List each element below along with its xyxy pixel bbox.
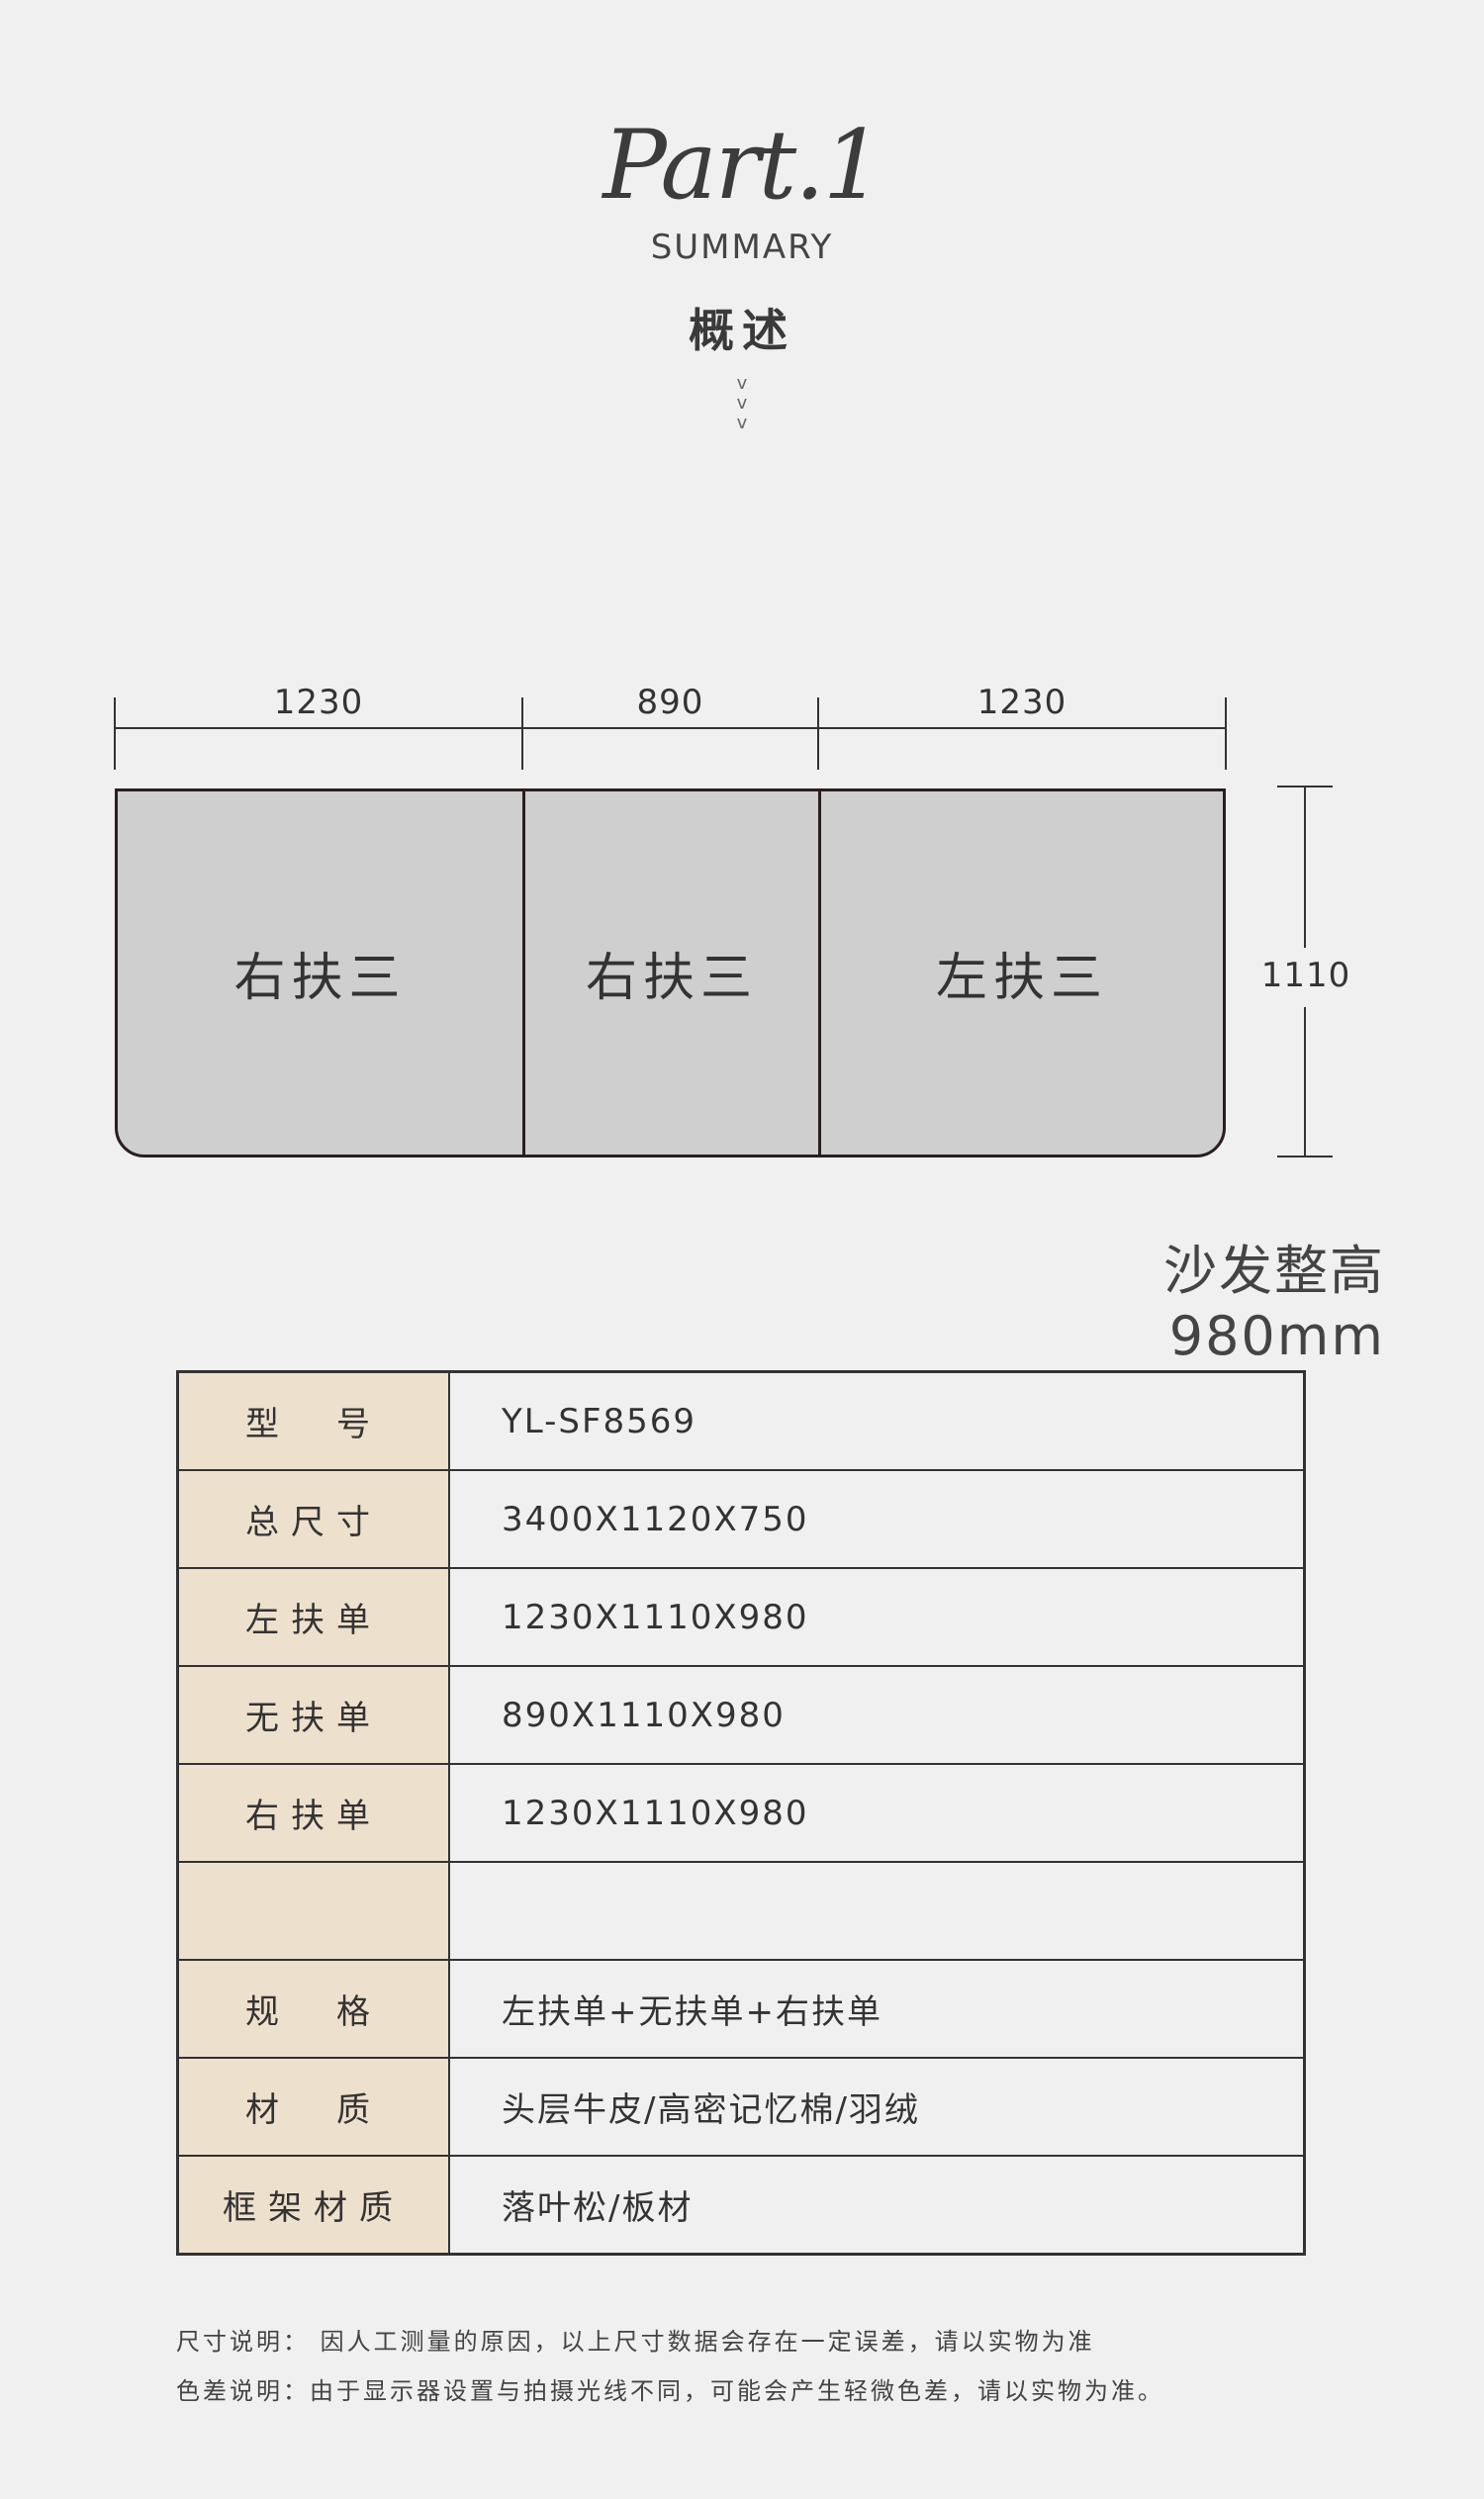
table-row: 框架材质 落叶松/板材	[177, 2156, 1305, 2255]
row-label: 总尺寸	[177, 1470, 450, 1569]
sofa-layout-diagram: 右扶三 右扶三 左扶三	[115, 788, 1226, 1157]
height-label: 1110	[1260, 956, 1351, 995]
sofa-segment-left: 右扶三	[233, 949, 407, 1008]
dimension-lines	[114, 697, 1333, 1157]
row-label: 左扶单	[177, 1568, 450, 1667]
color-note: 色差说明：由于显示器设置与拍摄光线不同，可能会产生轻微色差，请以实物为准。	[176, 2377, 1164, 2405]
table-row: 总尺寸 3400X1120X750	[177, 1470, 1305, 1569]
size-note: 尺寸说明： 因人工测量的原因，以上尺寸数据会存在一定误差，请以实物为准	[176, 2328, 1095, 2356]
row-value: 左扶单+无扶单+右扶单	[449, 1960, 1305, 2059]
segment-divider	[522, 791, 525, 1155]
width-label-middle: 890	[636, 683, 704, 722]
row-value: 890X1110X980	[449, 1666, 1305, 1765]
row-value: 落叶松/板材	[502, 2188, 694, 2228]
row-value: 1230X1110X980	[449, 1764, 1305, 1863]
summary-heading: SUMMARY	[650, 228, 834, 267]
overview-heading: 概述	[689, 304, 795, 357]
table-row: 左扶单 1230X1110X980	[177, 1568, 1305, 1667]
row-label: 框架材质	[177, 2156, 450, 2255]
row-value: 头层牛皮/高密记忆棉/羽绒	[449, 2058, 1305, 2157]
table-row: 无扶单 890X1110X980	[177, 1666, 1305, 1765]
row-value: 1230X1110X980	[449, 1568, 1305, 1667]
table-row: 右扶单 1230X1110X980	[177, 1764, 1305, 1863]
row-label: 材 质	[177, 2058, 450, 2157]
total-height-label: 沙发整高980mm	[1163, 1240, 1385, 1367]
row-label: 规 格	[177, 1960, 450, 2059]
sofa-segment-right: 左扶三	[935, 949, 1108, 1008]
part-title: Part.1	[603, 110, 883, 221]
row-label	[177, 1862, 450, 1961]
chevron-down-icon: v v v	[736, 373, 748, 433]
segment-divider	[818, 791, 821, 1155]
row-label: 右扶单	[177, 1764, 450, 1863]
table-row: 材 质 头层牛皮/高密记忆棉/羽绒	[177, 2058, 1305, 2157]
sofa-segment-middle: 右扶三	[585, 949, 758, 1008]
width-label-right: 1230	[976, 683, 1067, 722]
table-row: 规 格 左扶单+无扶单+右扶单	[177, 1960, 1305, 2059]
spec-table: 型 号 YL-SF8569 总尺寸 3400X1120X750 左扶单 1230…	[176, 1370, 1306, 2256]
row-value	[449, 1862, 1305, 1961]
row-label: 型 号	[177, 1371, 450, 1471]
row-value: YL-SF8569	[449, 1371, 1305, 1471]
row-label: 无扶单	[177, 1666, 450, 1765]
width-label-left: 1230	[273, 683, 364, 722]
table-row	[177, 1862, 1305, 1961]
row-value: 3400X1120X750	[449, 1470, 1305, 1569]
table-row: 型 号 YL-SF8569	[177, 1371, 1305, 1471]
